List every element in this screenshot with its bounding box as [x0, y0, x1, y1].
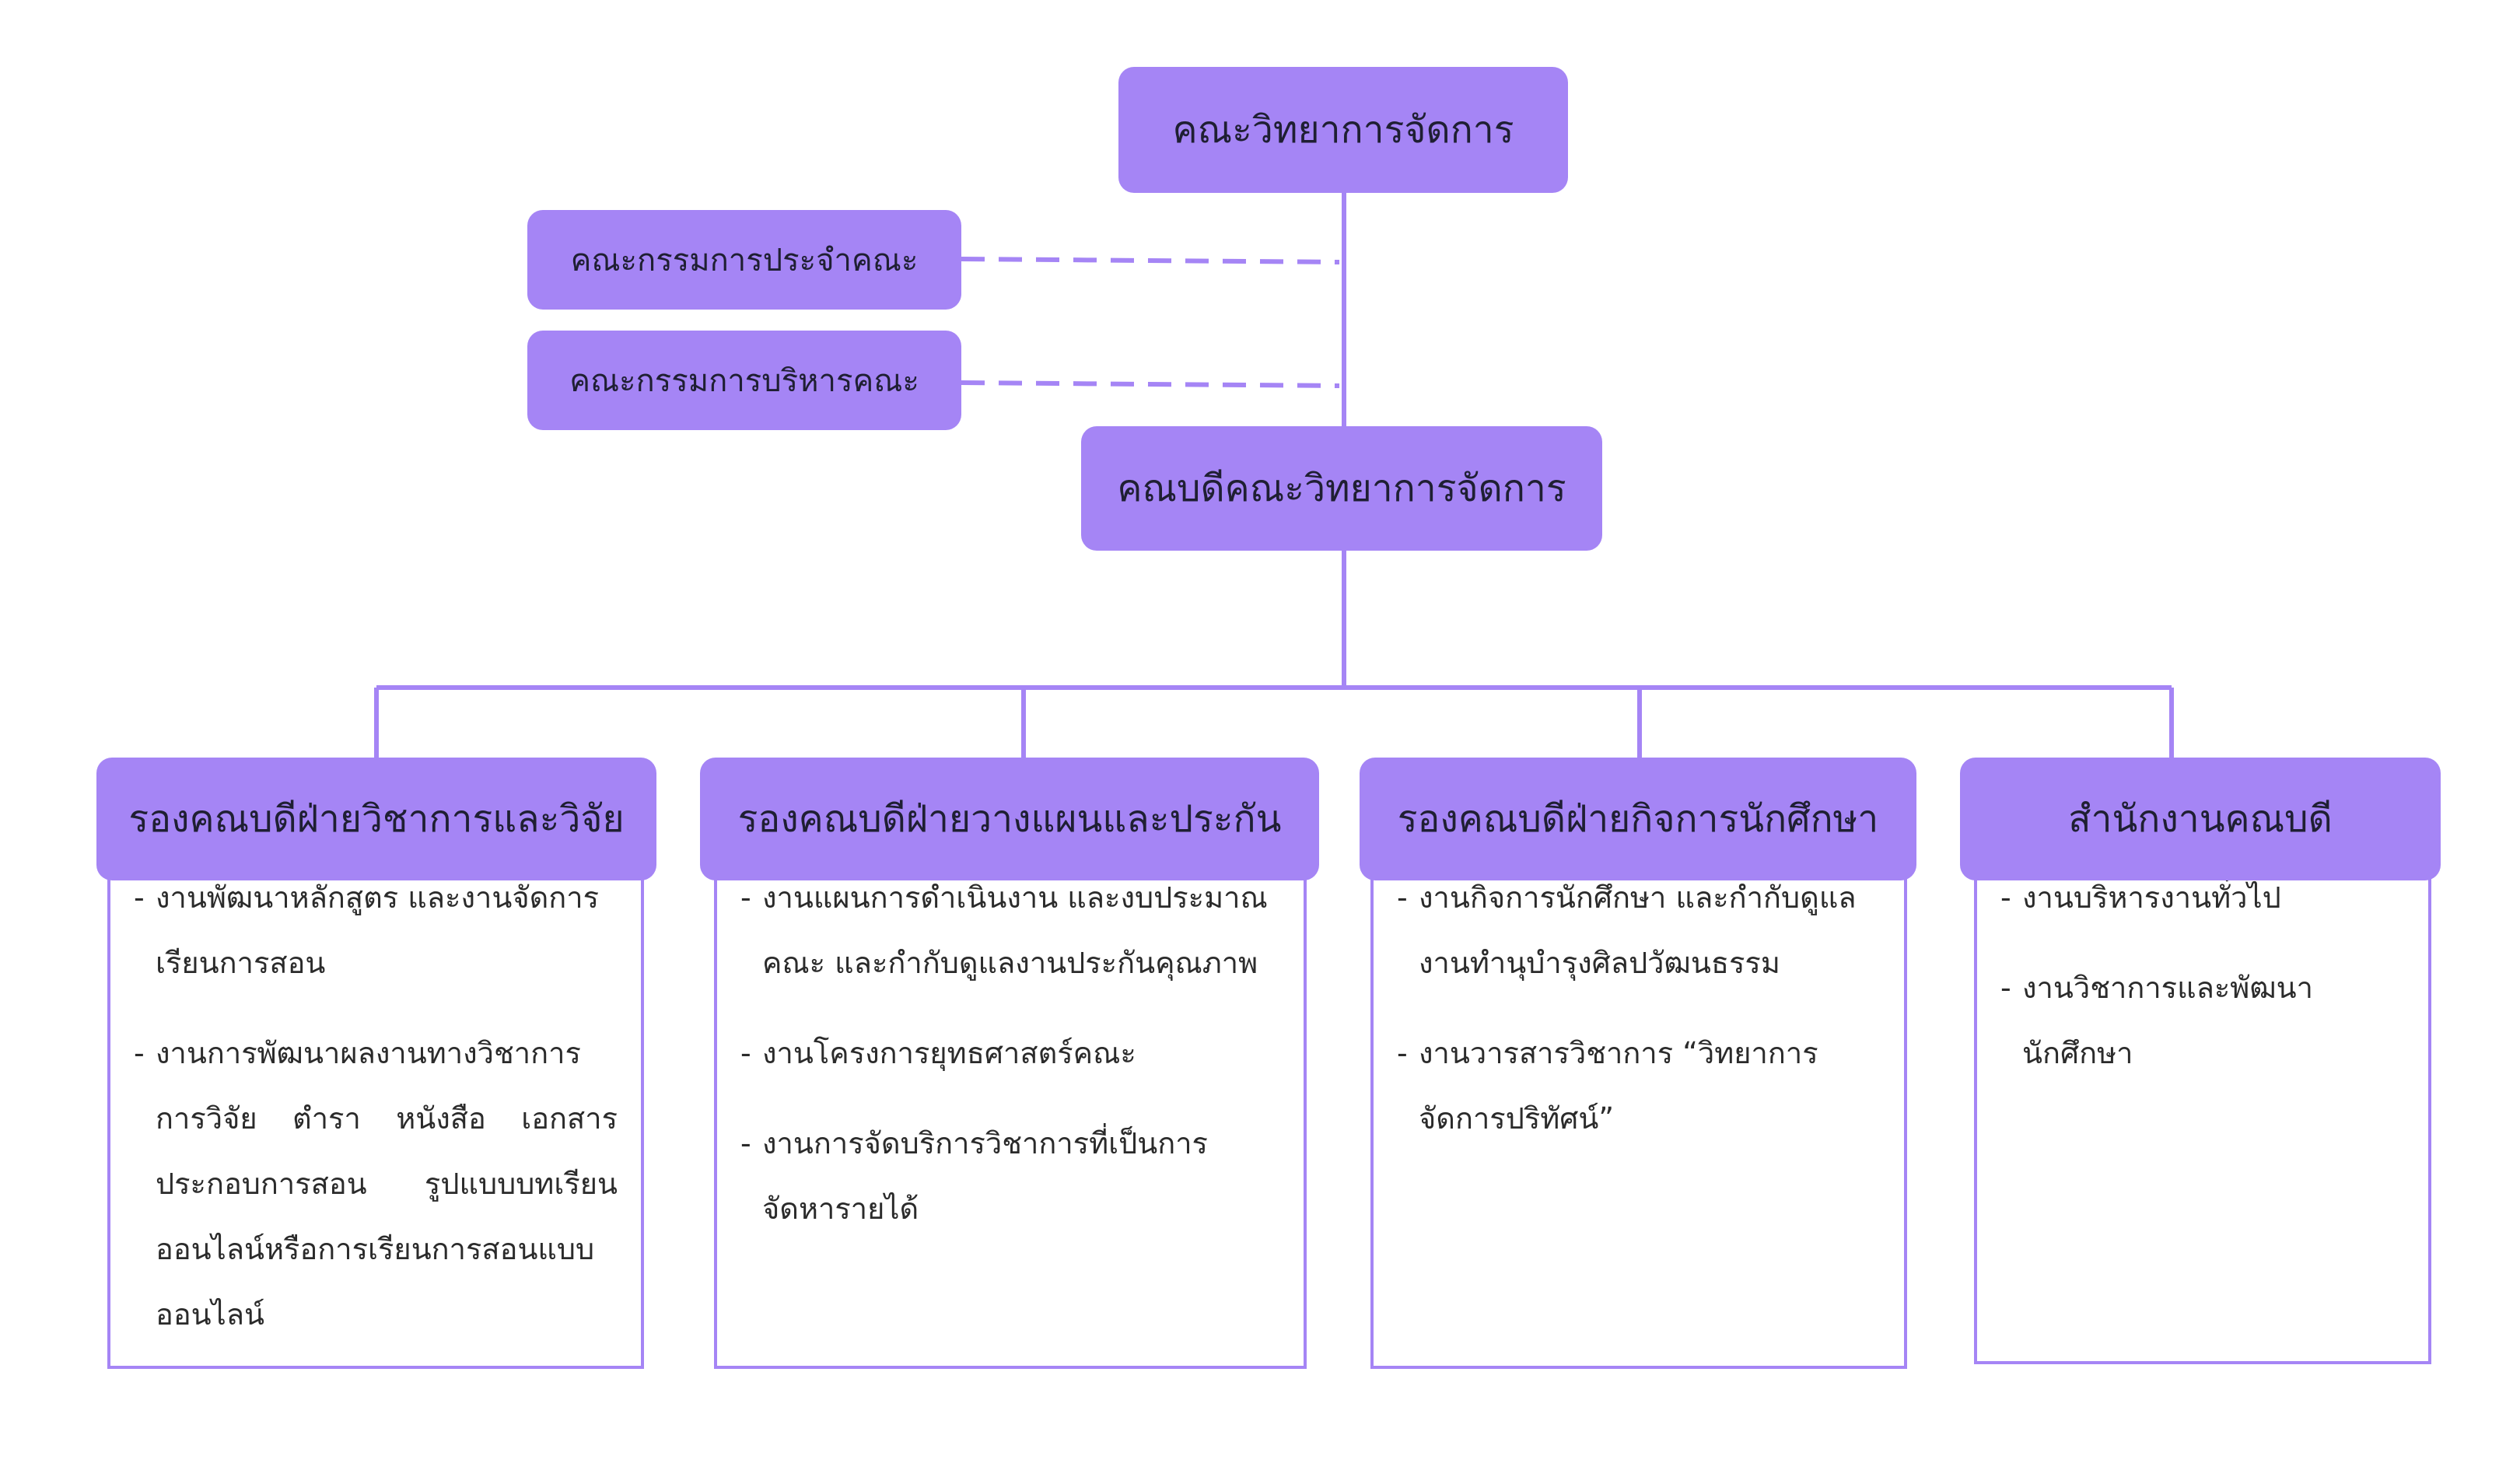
- task-item: งานการพัฒนาผลงานทางวิชาการ การวิจัย ตำรา…: [134, 1020, 618, 1347]
- division-head-dean-office: สำนักงานคณบดี: [1960, 758, 2441, 880]
- faculty-node: คณะวิทยาการจัดการ: [1118, 67, 1568, 193]
- task-list: งานกิจการนักศึกษา และกำกับดูแลงานทำนุบำร…: [1374, 843, 1904, 1151]
- division-title: รองคณบดีฝ่ายวิชาการและวิจัย: [128, 797, 625, 841]
- division-panel-academic: งานพัฒนาหลักสูตร และงานจัดการเรียนการสอน…: [107, 840, 644, 1369]
- division-head-academic: รองคณบดีฝ่ายวิชาการและวิจัย: [96, 758, 656, 880]
- committee-label: คณะกรรมการบริหารคณะ: [569, 363, 919, 399]
- task-item: งานพัฒนาหลักสูตร และงานจัดการเรียนการสอน: [134, 865, 618, 996]
- task-item: งานการจัดบริการวิชาการที่เป็นการจัดหาราย…: [740, 1111, 1280, 1241]
- division-head-planning: รองคณบดีฝ่ายวางแผนและประกัน: [700, 758, 1319, 880]
- faculty-label: คณะวิทยาการจัดการ: [1172, 108, 1514, 152]
- connector-committee-1: [961, 257, 1340, 264]
- division-panel-planning: งานแผนการดำเนินงาน และงบประมาณคณะ และกำก…: [714, 840, 1307, 1369]
- task-list: งานพัฒนาหลักสูตร และงานจัดการเรียนการสอน…: [110, 843, 641, 1347]
- task-item: งานวิชาการและพัฒนานักศึกษา: [2000, 955, 2405, 1086]
- task-item: งานกิจการนักศึกษา และกำกับดูแลงานทำนุบำร…: [1397, 865, 1881, 996]
- task-item: งานโครงการยุทธศาสตร์คณะ: [740, 1020, 1280, 1086]
- committee-node-executive: คณะกรรมการบริหารคณะ: [527, 331, 961, 430]
- task-item: งานบริหารงานทั่วไป: [2000, 865, 2405, 930]
- division-title: รองคณบดีฝ่ายกิจการนักศึกษา: [1397, 797, 1879, 841]
- task-item: งานแผนการดำเนินงาน และงบประมาณคณะ และกำก…: [740, 865, 1280, 996]
- committee-label: คณะกรรมการประจำคณะ: [570, 243, 919, 278]
- connector-committee-2: [961, 380, 1340, 388]
- dean-label: คณบดีคณะวิทยาการจัดการ: [1117, 467, 1566, 510]
- division-title: สำนักงานคณบดี: [2068, 797, 2333, 841]
- division-panel-dean-office: งานบริหารงานทั่วไป งานวิชาการและพัฒนานัก…: [1974, 840, 2431, 1364]
- division-title: รองคณบดีฝ่ายวางแผนและประกัน: [737, 797, 1282, 841]
- task-item: งานวารสารวิชาการ “วิทยาการจัดการปริทัศน์…: [1397, 1020, 1881, 1151]
- division-head-student-affairs: รองคณบดีฝ่ายกิจการนักศึกษา: [1360, 758, 1916, 880]
- task-list: งานบริหารงานทั่วไป งานวิชาการและพัฒนานัก…: [1977, 843, 2428, 1086]
- dean-node: คณบดีคณะวิทยาการจัดการ: [1081, 426, 1602, 551]
- division-panel-student-affairs: งานกิจการนักศึกษา และกำกับดูแลงานทำนุบำร…: [1370, 840, 1907, 1369]
- task-list: งานแผนการดำเนินงาน และงบประมาณคณะ และกำก…: [717, 843, 1304, 1241]
- committee-node-regular: คณะกรรมการประจำคณะ: [527, 210, 961, 310]
